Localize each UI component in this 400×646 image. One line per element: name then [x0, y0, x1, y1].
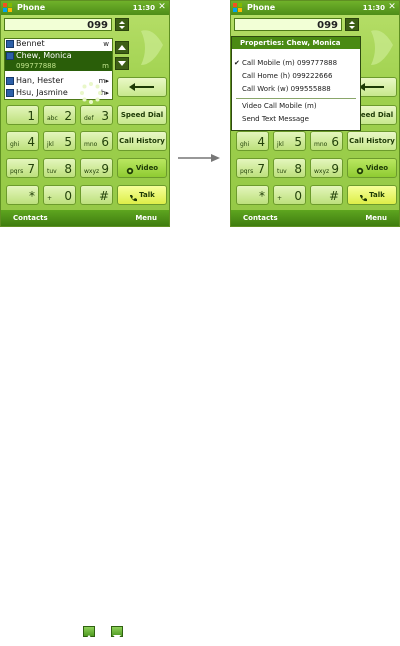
clock: 11:30: [362, 4, 385, 12]
scroll-icons-legend: [83, 626, 129, 640]
key-hash[interactable]: #: [310, 185, 343, 205]
menu-header-properties[interactable]: Properties: Chew, Monica: [232, 37, 360, 49]
talk-button[interactable]: Talk: [347, 185, 397, 205]
scroll-updown-icon[interactable]: [115, 18, 129, 31]
contacts-softkey[interactable]: Contacts: [243, 214, 278, 222]
title-bar: Phone 11:30 ✕: [231, 1, 399, 15]
app-title: Phone: [17, 3, 46, 12]
menu-item-video-call[interactable]: Video Call Mobile (m): [242, 102, 317, 110]
softkey-bar: Contacts Menu: [231, 210, 399, 226]
contact-card-icon: [6, 89, 14, 97]
key-0[interactable]: +0: [43, 185, 76, 205]
call-history-button[interactable]: Call History: [117, 131, 167, 151]
phone-screen-right: Phone 11:30 ✕ 099 Speed Dial Call Histor…: [230, 0, 400, 227]
key-1[interactable]: 1: [6, 105, 39, 125]
windows-start-icon[interactable]: [233, 3, 243, 13]
menu-softkey[interactable]: Menu: [135, 214, 157, 222]
checkmark-icon: ✔: [234, 59, 240, 67]
contact-list: Bennet w Chew, Monica 099777888 m Han, H…: [4, 38, 113, 104]
key-0[interactable]: +0: [273, 185, 306, 205]
menu-divider: [236, 98, 356, 99]
clock: 11:30: [132, 4, 155, 12]
dialed-number-field[interactable]: 099: [4, 18, 112, 31]
scroll-down-icon[interactable]: [115, 57, 129, 70]
close-icon[interactable]: ✕: [158, 2, 166, 12]
contact-card-icon: [6, 40, 14, 48]
menu-item-call-mobile[interactable]: ✔ Call Mobile (m) 099777888: [234, 59, 338, 67]
key-star[interactable]: *: [236, 185, 269, 205]
decoration-arrow-icon: [371, 30, 393, 65]
softkey-bar: Contacts Menu: [1, 210, 169, 226]
contact-card-icon: [6, 77, 14, 85]
backspace-button[interactable]: [117, 77, 167, 97]
video-call-icon: [126, 164, 134, 175]
phone-screen-left: Phone 11:30 ✕ 099 Bennet w Chew, Monica …: [0, 0, 170, 227]
list-item-number[interactable]: 099777888 m: [5, 61, 112, 71]
decoration-arrow-icon: [141, 30, 163, 65]
busy-spinner-icon: [80, 82, 102, 104]
backspace-arrow-icon: [359, 83, 384, 91]
call-history-button[interactable]: Call History: [347, 131, 397, 151]
phone-handset-icon: [359, 191, 368, 202]
video-call-icon: [356, 164, 364, 175]
scroll-down-icon: [111, 626, 123, 640]
video-button[interactable]: Video: [347, 158, 397, 178]
close-icon[interactable]: ✕: [388, 2, 396, 12]
scroll-up-icon: [83, 626, 95, 640]
app-title: Phone: [247, 3, 276, 12]
speed-dial-button[interactable]: Speed Dial: [117, 105, 167, 125]
contacts-softkey[interactable]: Contacts: [13, 214, 48, 222]
right-arrow-icon: [178, 154, 220, 162]
scroll-updown-icon[interactable]: [345, 18, 359, 31]
context-menu: Properties: Chew, Monica ✔ Call Mobile (…: [231, 36, 361, 131]
menu-item-send-text[interactable]: Send Text Message: [242, 115, 309, 123]
menu-item-call-home[interactable]: Call Home (h) 099222666: [242, 72, 333, 80]
menu-softkey[interactable]: Menu: [365, 214, 387, 222]
list-item[interactable]: Hsu, Jasmine h▸: [5, 88, 112, 98]
scroll-up-icon[interactable]: [115, 41, 129, 54]
key-hash[interactable]: #: [80, 185, 113, 205]
talk-button[interactable]: Talk: [117, 185, 167, 205]
list-item[interactable]: Han, Hester m▸: [5, 76, 112, 86]
menu-item-call-work[interactable]: Call Work (w) 099555888: [242, 85, 331, 93]
key-star[interactable]: *: [6, 185, 39, 205]
list-item-selected[interactable]: Chew, Monica: [5, 51, 112, 61]
title-bar: Phone 11:30 ✕: [1, 1, 169, 15]
list-item[interactable]: Bennet w: [5, 39, 112, 49]
backspace-arrow-icon: [129, 83, 154, 91]
dialed-number-field[interactable]: 099: [234, 18, 342, 31]
contact-card-icon: [6, 52, 14, 60]
windows-start-icon[interactable]: [3, 3, 13, 13]
video-button[interactable]: Video: [117, 158, 167, 178]
phone-handset-icon: [129, 191, 138, 202]
